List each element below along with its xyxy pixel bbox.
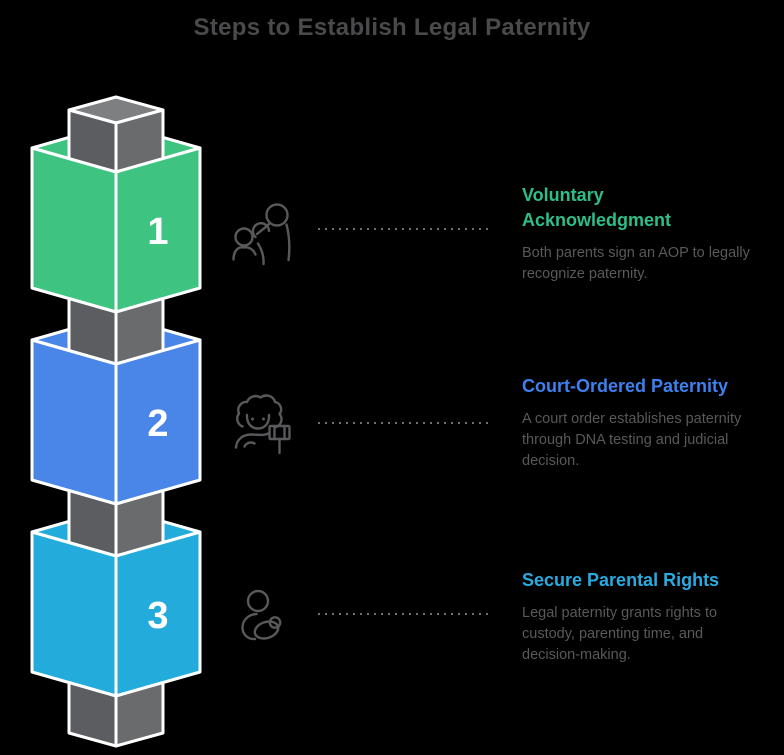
pillar-segment-2	[67, 489, 165, 558]
step-2-number: 2	[147, 403, 168, 445]
step-1-heading: Voluntary Acknowledgment	[522, 185, 672, 230]
dotted-connector-2	[318, 422, 488, 424]
step-3-text-block: Secure Parental Rights Legal paternity g…	[522, 568, 784, 666]
step-1-description: Both parents sign an AOP to legally reco…	[522, 245, 750, 282]
step-1-cube-left	[30, 146, 118, 314]
step-2-text-block: Court-Ordered Paternity A court order es…	[522, 374, 784, 472]
step-3-heading: Secure Parental Rights	[522, 570, 720, 590]
pillar-top-cube	[67, 95, 165, 174]
step-3-number: 3	[147, 595, 168, 637]
step-2-cube-left	[30, 338, 118, 506]
dotted-connector-3	[318, 613, 488, 615]
pillar-bottom-right-face	[114, 681, 165, 748]
parents-icon	[230, 196, 300, 266]
judge-gavel-icon	[227, 390, 297, 460]
step-1-text-block: Voluntary Acknowledgment Both parents si…	[522, 183, 784, 285]
step-3-cube-left	[30, 530, 118, 698]
parent-holding-baby-icon	[227, 580, 297, 650]
step-2-description: A court order establishes paternity thro…	[522, 411, 742, 469]
step-3-description: Legal paternity grants rights to custody…	[522, 605, 718, 663]
page-title: Steps to Establish Legal Paternity	[193, 14, 591, 41]
dotted-connector-1	[318, 228, 488, 230]
pillar-bottom	[67, 681, 165, 748]
step-2-heading: Court-Ordered Paternity	[522, 376, 729, 396]
step-1-number: 1	[147, 211, 168, 253]
